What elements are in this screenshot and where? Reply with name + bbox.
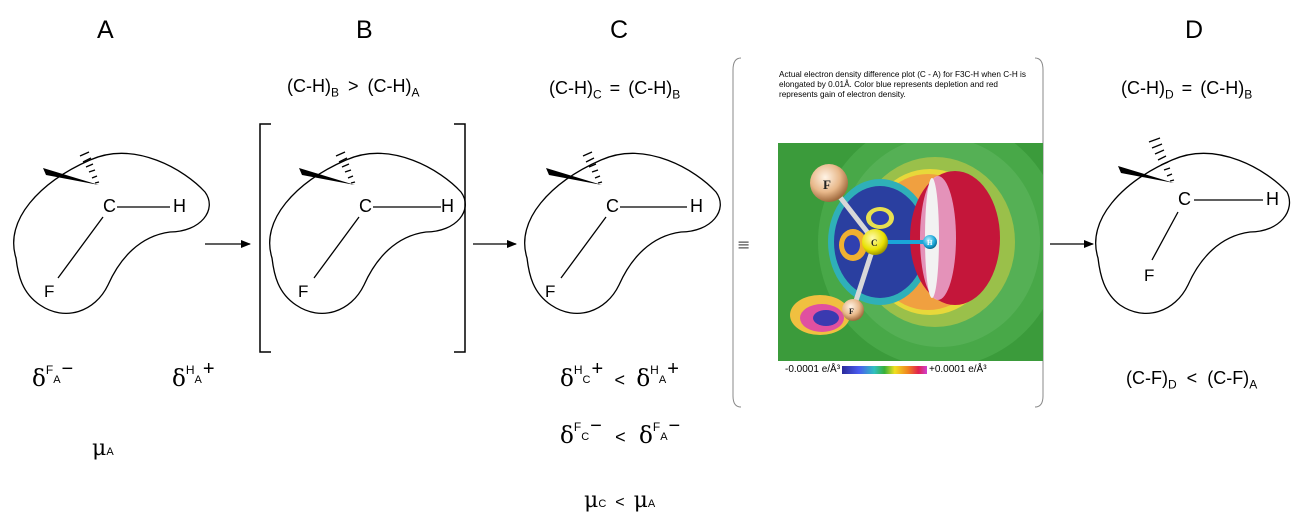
bracket-right xyxy=(454,123,466,353)
c-f-bond-d xyxy=(1151,211,1179,261)
atom-f-a: F xyxy=(44,282,55,301)
dipole-comparison-c: μC < μA xyxy=(584,488,656,513)
wedge-bond-d xyxy=(1118,166,1174,183)
charge-h-comparison-c: δHC+ < δHA+ xyxy=(560,358,679,392)
charge-h-a: δHA+ xyxy=(172,358,215,392)
plot-atom-label-f-top: F xyxy=(823,177,831,192)
atom-h-b: H xyxy=(441,196,454,216)
hashed-bond-b xyxy=(335,151,356,184)
atom-f-d: F xyxy=(1144,266,1155,285)
atom-c-d: C xyxy=(1178,189,1191,209)
relation-ch-b: (C-H)B > (C-H)A xyxy=(287,76,420,100)
c-f-bond-c xyxy=(560,216,607,279)
atom-c-c: C xyxy=(606,196,619,216)
density-color-scale xyxy=(842,366,927,374)
relation-ch-d: (C-H)D = (C-H)B xyxy=(1121,78,1253,102)
density-plot-caption: Actual electron density difference plot … xyxy=(779,70,1026,99)
density-plot xyxy=(778,143,1043,361)
atom-f-b: F xyxy=(298,282,309,301)
plot-atom-label-h: H xyxy=(927,239,933,247)
orbital-lobe-c xyxy=(524,152,721,314)
dipole-a: μA xyxy=(92,436,114,461)
wedge-bond-b xyxy=(299,168,355,185)
hashed-bond-a xyxy=(79,151,100,184)
wedge-bond-c xyxy=(546,168,602,185)
panel-label-b: B xyxy=(356,16,373,44)
density-plot-atom-labels: F C H F xyxy=(823,177,933,316)
plot-atom-label-c: C xyxy=(871,238,878,248)
charge-f-comparison-c: δFC− < δFA− xyxy=(560,415,681,449)
orbital-lobe-b xyxy=(269,152,466,314)
orbital-lobe-d xyxy=(1095,152,1291,314)
relation-cf-d: (C-F)D < (C-F)A xyxy=(1126,368,1258,392)
relation-ch-c: (C-H)C = (C-H)B xyxy=(549,78,681,102)
equivalence-symbol: ≡ xyxy=(737,235,751,254)
hashed-bond-d xyxy=(1148,137,1175,182)
wedge-bond-a xyxy=(43,168,99,185)
bracket-left xyxy=(259,123,271,353)
hashed-bond-c xyxy=(582,151,603,184)
atom-c-a: C xyxy=(103,196,116,216)
atom-f-c: F xyxy=(545,282,556,301)
legend-min-label: -0.0001 e/Å³ xyxy=(785,364,841,375)
plot-atom-label-f-bottom: F xyxy=(849,307,854,316)
atom-h-a: H xyxy=(173,196,186,216)
orbital-lobe-a xyxy=(13,152,210,314)
molecule-b xyxy=(259,123,466,353)
molecule-c xyxy=(524,151,721,314)
plot-frame-left xyxy=(732,57,742,408)
atom-h-d: H xyxy=(1266,189,1279,209)
c-f-bond-b xyxy=(313,216,360,279)
c-f-bond-a xyxy=(57,216,104,279)
charge-f-a: δFA− xyxy=(32,358,74,392)
panel-label-a: A xyxy=(97,16,114,44)
molecule-d xyxy=(1095,137,1291,314)
panel-label-c: C xyxy=(610,16,629,44)
atom-h-c: H xyxy=(690,196,703,216)
legend-max-label: +0.0001 e/Å³ xyxy=(929,364,987,375)
atom-c-b: C xyxy=(359,196,372,216)
panel-label-d: D xyxy=(1185,16,1204,44)
molecule-a xyxy=(13,151,210,314)
